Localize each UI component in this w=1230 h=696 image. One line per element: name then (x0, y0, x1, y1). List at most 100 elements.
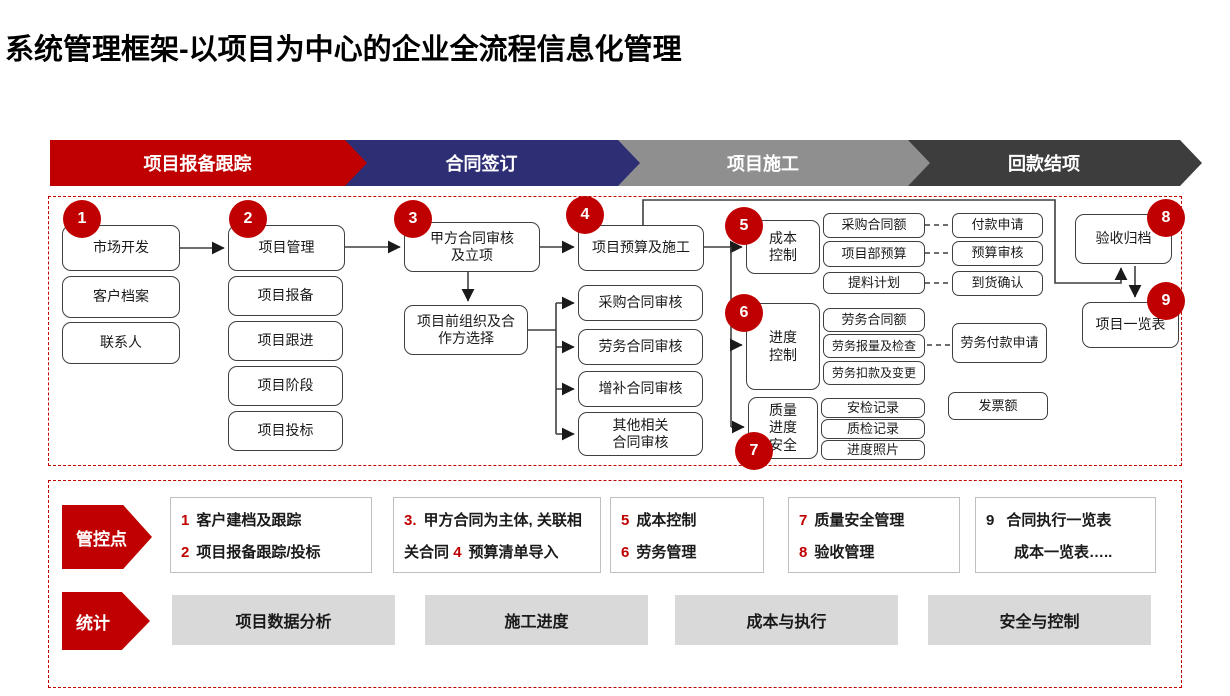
node-label: 验收归档 (1095, 230, 1152, 247)
flow-node-purchase-contract-amount: 采购合同额 (823, 213, 925, 238)
node-label: 项目阶段 (257, 377, 314, 394)
flow-node-project-budget-construction: 4 项目预算及施工 (566, 196, 704, 271)
flow-node-acceptance-archive: 8 验收归档 (1075, 199, 1185, 264)
flow-node-supplement-contract-review: 增补合同审核 (578, 371, 703, 407)
flow-node-project-dept-budget: 项目部预算 (823, 241, 925, 267)
flow-node-invoice-amount: 发票额 (948, 392, 1048, 420)
flow-node-other-contract-review: 其他相关 合同审核 (578, 412, 703, 456)
node-label: 客户档案 (93, 288, 149, 305)
node-label: 采购合同审核 (598, 294, 683, 311)
flow-node-contacts: 联系人 (62, 322, 180, 364)
step-badge-4: 4 (566, 196, 604, 234)
node-label: 项目预算及施工 (592, 239, 690, 256)
stat-label: 安全与控制 (999, 614, 1080, 631)
step-badge-7: 7 (735, 432, 773, 470)
node-label: 劳务合同审核 (598, 338, 683, 355)
flow-node-pre-project-org: 项目前组织及合 作方选择 (404, 305, 528, 355)
node-label: 发票额 (978, 397, 1018, 413)
control-point-item: 成本一览表….. (1014, 543, 1113, 561)
node-label: 成本 控制 (769, 229, 797, 264)
node-label: 市场开发 (93, 239, 149, 256)
flow-node-safety-check-record: 安检记录 (821, 398, 925, 418)
step-badge-9: 9 (1147, 282, 1185, 320)
node-label: 劳务扣款及变更 (831, 365, 916, 380)
flow-node-project-overview: 9 项目一览表 (1082, 282, 1185, 348)
phase-label: 合同签订 (445, 154, 518, 174)
phase-arrow-construction: 项目施工 (618, 140, 930, 186)
flow-node-market-dev: 1 市场开发 (62, 200, 180, 271)
node-label: 劳务付款申请 (960, 334, 1039, 350)
flow-node-arrival-confirm: 到货确认 (952, 271, 1043, 296)
flow-node-labor-contract-amount: 劳务合同额 (823, 308, 925, 332)
node-label: 项目一览表 (1095, 316, 1166, 333)
node-label: 项目报备 (257, 287, 314, 304)
phase-arrow-payment-close: 回款结项 (908, 140, 1202, 186)
flow-node-project-report: 项目报备 (228, 276, 343, 316)
stat-box-safety-control: 安全与控制 (928, 595, 1151, 645)
node-label: 项目前组织及合 作方选择 (417, 312, 515, 347)
flow-node-owner-contract-review: 3 甲方合同审核 及立项 (394, 200, 540, 272)
flow-node-quality-check-record: 质检记录 (821, 419, 925, 439)
flow-node-labor-contract-review: 劳务合同审核 (578, 329, 703, 365)
step-badge-2: 2 (229, 200, 267, 238)
node-label: 预算审核 (971, 245, 1024, 261)
node-label: 项目管理 (258, 239, 315, 256)
flowchart-panel (48, 196, 1182, 466)
node-label: 提料计划 (847, 274, 900, 290)
stat-box-construction-progress: 施工进度 (425, 595, 648, 645)
node-label: 劳务合同额 (841, 311, 907, 327)
stat-label: 成本与执行 (746, 614, 827, 631)
flow-node-project-bid: 项目投标 (228, 411, 343, 451)
summary-panel (48, 480, 1182, 688)
flow-node-customer-archive: 客户档案 (62, 276, 180, 318)
flow-node-quality-progress-safety: 7 质量 进度 安全 (735, 397, 818, 470)
step-badge-5: 5 (725, 207, 763, 245)
flow-node-project-mgmt: 2 项目管理 (228, 200, 345, 271)
step-badge-3: 3 (394, 200, 432, 238)
node-label: 进度照片 (846, 441, 899, 457)
flow-node-budget-review: 预算审核 (952, 241, 1043, 266)
flow-node-progress-photo: 进度照片 (821, 440, 925, 460)
flow-node-labor-report-check: 劳务报量及检查 (823, 334, 925, 358)
phase-label: 项目报备跟踪 (143, 154, 252, 174)
node-label: 安检记录 (846, 399, 899, 415)
control-points-label: 管控点 (76, 529, 127, 549)
step-badge-6: 6 (725, 294, 763, 332)
step-badge-1: 1 (63, 200, 101, 238)
stat-box-cost-execution: 成本与执行 (675, 595, 898, 645)
node-label: 进度 控制 (769, 329, 797, 363)
phase-arrow-project-report: 项目报备跟踪 (50, 140, 367, 186)
stat-box-project-data-analysis: 项目数据分析 (172, 595, 395, 645)
node-label: 采购合同额 (841, 217, 907, 233)
node-label: 甲方合同审核 及立项 (430, 229, 514, 264)
flow-node-labor-deduction-change: 劳务扣款及变更 (823, 361, 925, 385)
flow-node-project-stage: 项目阶段 (228, 366, 343, 406)
flow-node-project-follow: 项目跟进 (228, 321, 343, 361)
node-label: 增补合同审核 (598, 380, 683, 397)
node-label: 项目跟进 (257, 332, 314, 349)
page-title: 系统管理框架-以项目为中心的企业全流程信息化管理 (5, 34, 682, 66)
flow-node-cost-control: 5 成本 控制 (725, 207, 820, 274)
phase-label: 回款结项 (1008, 154, 1080, 174)
flow-node-payment-request: 付款申请 (952, 213, 1043, 238)
stat-label: 项目数据分析 (235, 614, 332, 631)
step-badge-8: 8 (1147, 199, 1185, 237)
node-label: 其他相关 合同审核 (612, 416, 669, 451)
node-label: 到货确认 (971, 275, 1024, 291)
phase-label: 项目施工 (727, 154, 799, 174)
flow-node-purchase-contract-review: 采购合同审核 (578, 285, 703, 321)
node-label: 劳务报量及检查 (831, 338, 916, 353)
